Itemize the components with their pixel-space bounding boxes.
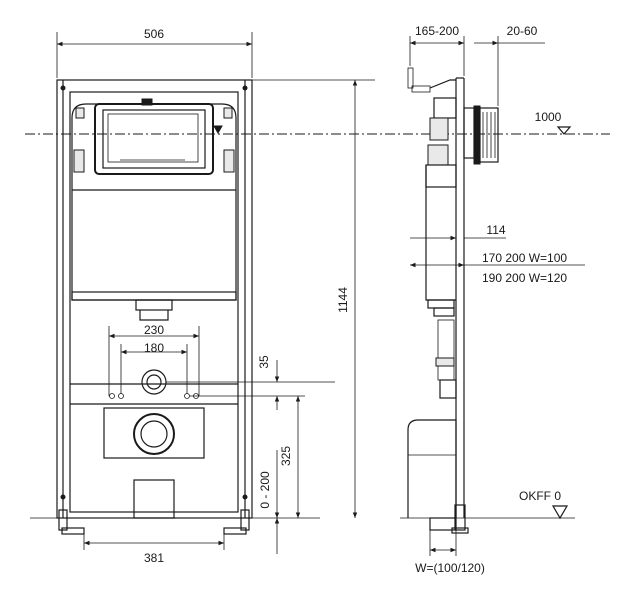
dim-depth-label: 165-200 [415,24,459,38]
dim-230-label: 230 [144,323,164,337]
dim-381-label: 381 [144,551,164,565]
dim-row1-label: 170 200 W=100 [482,251,567,265]
dim-114-label: 114 [486,223,505,237]
cistern [71,98,237,321]
dim-height: 1144 [252,79,375,518]
dim-flange: 20-60 [474,24,545,106]
dim-35: 35 [166,355,335,410]
dim-230: 230 [108,323,200,396]
dim-180: 180 [120,341,188,394]
feet [58,509,250,535]
flush-plate-side [463,105,499,165]
pan-connection-side [407,419,457,531]
dim-325: 325 [279,396,301,518]
dim-rows: 170 200 W=100 190 200 W=120 [410,251,585,285]
dim-flange-label: 20-60 [507,24,538,38]
dim-width-label: 506 [144,27,164,41]
axis-marker: 1000 [535,110,572,135]
dim-width: 506 [56,27,253,78]
dim-114: 114 [410,223,506,241]
dim-w-label: W=(100/120) [415,561,485,575]
waste-connection [103,369,205,519]
dim-row2-label: 190 200 W=120 [482,271,567,285]
floor-label: OKFF 0 [519,489,561,503]
floor-side: OKFF 0 [400,489,575,520]
side-view: 165-200 20-60 1000 114 170 200 W=100 190… [400,24,585,575]
dim-floor-range: 0 - 200 [258,450,280,554]
dim-depth: 165-200 [409,24,465,76]
cistern-side [407,67,457,399]
frame [56,79,253,519]
dim-w: W=(100/120) [415,530,485,575]
dim-height-label: 1144 [336,287,350,313]
dim-35-label: 35 [257,355,271,369]
dim-325-label: 325 [279,446,293,466]
front-view: 506 1144 230 180 35 [30,27,375,565]
dim-floor-range-label: 0 - 200 [258,471,272,509]
dim-381: 381 [83,534,225,565]
dim-180-label: 180 [144,341,164,355]
axis-height-label: 1000 [535,110,562,124]
